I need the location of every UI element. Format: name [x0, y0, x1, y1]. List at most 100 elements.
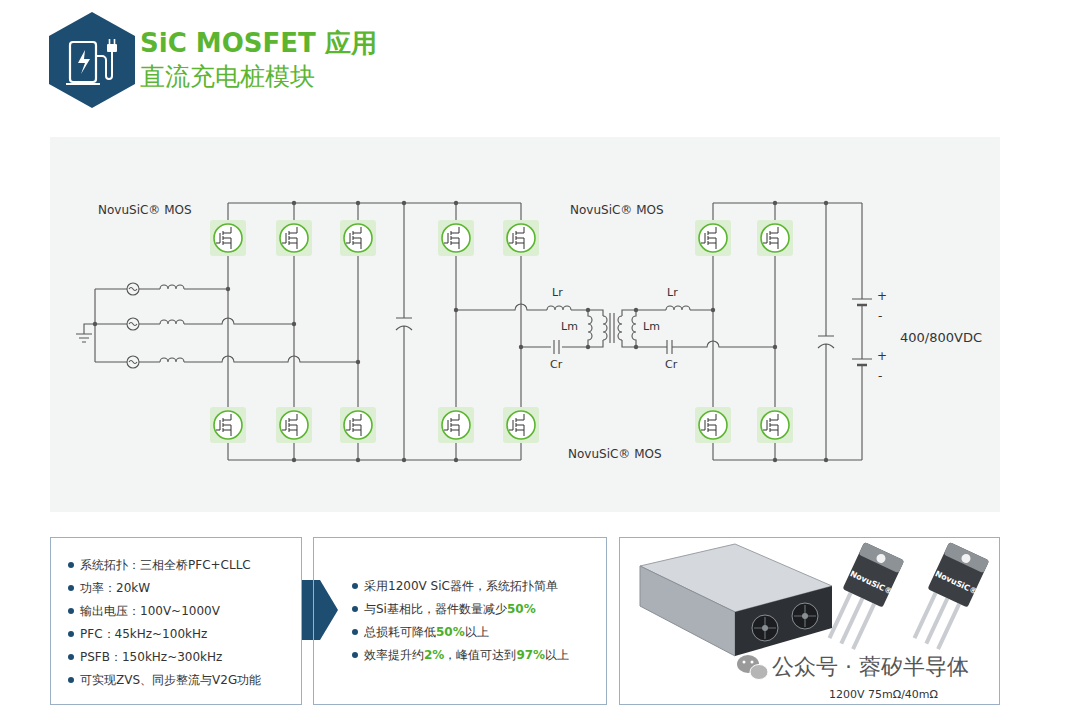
- junction-dots-part: [402, 458, 406, 462]
- bullet-line: PSFB：150kHz~300kHz: [68, 649, 222, 665]
- mosfet-row-part: [276, 407, 312, 443]
- device-label: NovuSiC® MOS: [568, 447, 662, 461]
- power-module-part: [754, 605, 816, 639]
- highlight-number: 50%: [507, 602, 536, 616]
- bullet-text: 可实现ZVS、同步整流与V2G功能: [80, 673, 261, 687]
- mosfet-row-part: [757, 220, 793, 256]
- circuit-wires-part: [228, 203, 862, 460]
- power-module-part: [802, 613, 808, 619]
- junction-dots-part: [586, 345, 590, 349]
- junction-dots-part: [226, 287, 230, 291]
- circuit-wires-part: [521, 316, 607, 354]
- bullet-line: 采用1200V SiC器件，系统拓扑简单: [352, 578, 558, 594]
- device-label: NovuSiC® MOS: [98, 203, 192, 217]
- bullet-text: PFC：45kHz~100kHz: [80, 627, 207, 641]
- junction-dots-part: [773, 345, 777, 349]
- bullet-line: 总损耗可降低50%以上: [352, 624, 489, 640]
- junction-dots-part: [93, 322, 97, 326]
- inductor-label: Lm: [561, 320, 578, 333]
- highlight-number: 2%: [424, 648, 444, 662]
- wechat-icon-part: [743, 661, 746, 664]
- bullet-line: 功率：20kW: [68, 580, 150, 596]
- bullet-text: 以上: [465, 625, 489, 639]
- spec-label: 1200V 75mΩ/40mΩ: [829, 688, 938, 701]
- junction-dots-part: [824, 201, 828, 205]
- junction-dots-part: [634, 345, 638, 349]
- polarity-sign: +: [877, 289, 887, 303]
- circuit-wires-part: [632, 310, 636, 347]
- bullet-text: 总损耗可降低: [364, 625, 436, 639]
- wechat-icon-part: [751, 661, 754, 664]
- mosfet-row-part: [438, 407, 474, 443]
- power-module-part: [640, 566, 735, 656]
- mosfet-row-part: [695, 407, 731, 443]
- to247-device-part: [944, 542, 990, 573]
- circuit-panel: [50, 137, 1000, 512]
- junction-dots: [93, 201, 828, 462]
- junction-dots-part: [356, 458, 360, 462]
- bullet-line: 输出电压：100V~1000V: [68, 603, 220, 619]
- polarity-sign: -: [878, 309, 882, 323]
- capacitor-label: Cr: [665, 358, 677, 371]
- junction-dots-part: [454, 308, 458, 312]
- capacitor-label: Cr: [550, 358, 562, 371]
- voltage-label: 400/800VDC: [900, 330, 982, 346]
- junction-dots-part: [634, 308, 638, 312]
- app-icon-part: [107, 44, 117, 52]
- circuit-wires-part: [396, 203, 412, 460]
- circuit-wires-part: [95, 318, 294, 324]
- circuit-wires-part: [588, 310, 592, 347]
- bullet-dot: [352, 652, 358, 658]
- polarity-sign: +: [877, 349, 887, 363]
- bullet-dot: [68, 562, 74, 568]
- device-marking: NovuSiC®: [848, 569, 893, 597]
- bullet-text: 系统拓扑：三相全桥PFC+CLLC: [80, 558, 251, 572]
- inductor-label: Lr: [552, 286, 563, 299]
- page-title: SiC MOSFET 应用: [140, 28, 377, 59]
- to247-device-part: [875, 552, 887, 564]
- bullet-text: 以上: [545, 648, 569, 662]
- junction-dots-part: [454, 458, 458, 462]
- app-icon-part: [70, 42, 96, 82]
- app-icon-part: [96, 52, 112, 79]
- bullet-line: 效率提升约2%，峰值可达到97%以上: [352, 647, 569, 663]
- mosfet-row-part: [757, 407, 793, 443]
- mosfet-row-part: [438, 220, 474, 256]
- subtitle: 直流充电桩模块: [140, 62, 315, 92]
- bullet-dot: [352, 606, 358, 612]
- wechat-icon: [737, 655, 768, 680]
- app-icon: [49, 12, 135, 108]
- junction-dots-part: [356, 201, 360, 205]
- product-box: NovuSiC®NovuSiC®1200V 75mΩ/40mΩ: [619, 537, 1000, 705]
- circuit-wires-part: [456, 304, 603, 316]
- circuit-wires-part: [95, 356, 358, 362]
- power-module-part: [762, 625, 768, 631]
- device-label: NovuSiC® MOS: [570, 203, 664, 217]
- circuit-wires-part: [857, 305, 867, 365]
- mosfet-row-part: [210, 407, 246, 443]
- bullet-dot: [68, 585, 74, 591]
- app-icon-part: [66, 83, 100, 85]
- junction-dots-part: [586, 308, 590, 312]
- bullet-line: 系统拓扑：三相全桥PFC+CLLC: [68, 557, 251, 573]
- mosfet-row-part: [695, 220, 731, 256]
- bullet-text: 功率：20kW: [80, 581, 150, 595]
- mosfet-row-part: [503, 220, 539, 256]
- mosfet-row-part: [340, 407, 376, 443]
- circuit-wires-part: [818, 203, 834, 460]
- mosfet-row: [210, 220, 793, 443]
- circuit-wires: [76, 203, 872, 460]
- highlight-number: 50%: [436, 625, 465, 639]
- benefit-box: 采用1200V SiC器件，系统拓扑简单与Si基相比，器件数量减少50%总损耗可…: [313, 537, 607, 705]
- circuit-wires-part: [622, 340, 775, 354]
- junction-dots-part: [711, 308, 715, 312]
- mosfet-row-part: [210, 220, 246, 256]
- to247-device-part: [936, 603, 961, 650]
- bullet-dot: [68, 608, 74, 614]
- power-module-part: [735, 586, 832, 656]
- junction-dots-part: [402, 201, 406, 205]
- to247-device: [821, 542, 904, 653]
- junction-dots-part: [773, 201, 777, 205]
